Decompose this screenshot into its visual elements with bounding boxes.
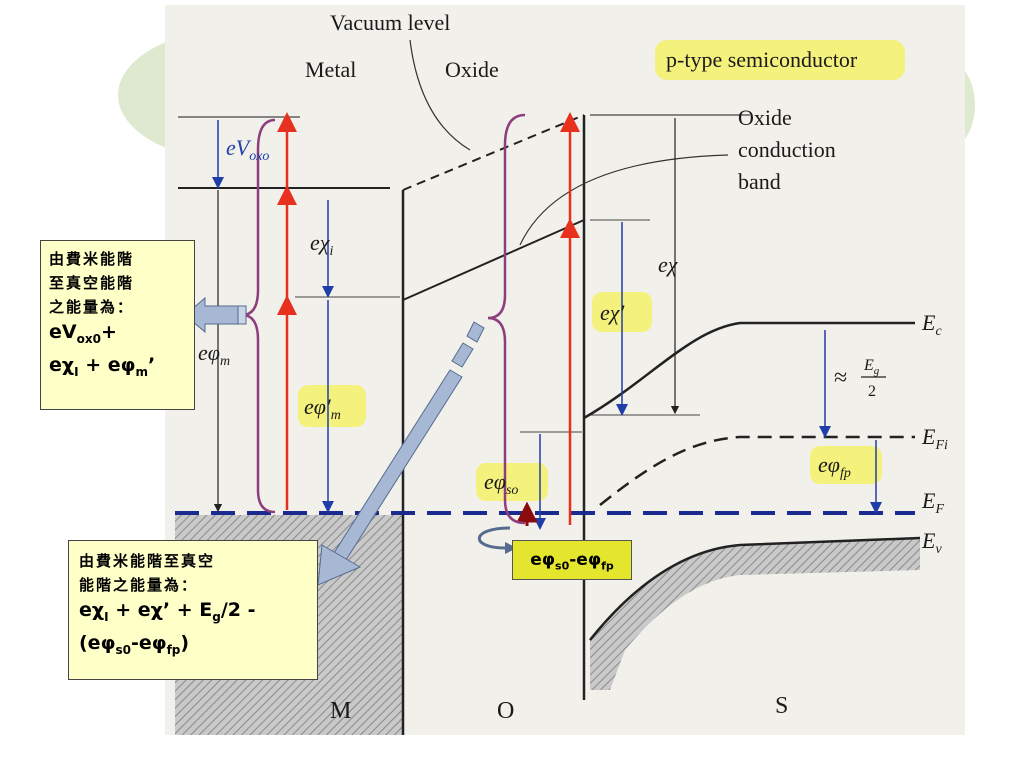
- pointer-head: [317, 544, 362, 586]
- callout-bottom-eq2: (eφs0-eφfp): [79, 631, 190, 657]
- label-ev: Ev: [921, 528, 942, 557]
- callout-bottom-eq1: eχI + eχ’ + Eg/2 -: [79, 599, 256, 624]
- highlight-e-phi-fp: [810, 446, 882, 484]
- brace-oxide: [487, 113, 526, 525]
- conduction-band: [583, 321, 915, 420]
- callout-bottom-line2: 能階之能量為：: [79, 576, 199, 594]
- label-e-chi-i: eχi: [310, 230, 333, 259]
- label-e-vox0: eVoxo: [226, 135, 269, 164]
- label-e-chi-prime: eχ′: [600, 300, 625, 325]
- vacuum-level-oxide: [402, 114, 585, 191]
- valence-band-hatch: [590, 538, 920, 690]
- label-oxide: Oxide: [445, 57, 499, 82]
- label-s: S: [775, 693, 788, 719]
- label-efi: EFi: [921, 424, 948, 453]
- label-vacuum-level: Vacuum level: [330, 10, 450, 35]
- callout-bottom: 由費米能階至真空 能階之能量為： eχI + eχ’ + Eg/2 - (eφs…: [68, 540, 318, 680]
- callout-left: 由費米能階 至真空能階 之能量為： eVox0+ eχI + eφm’: [40, 240, 195, 410]
- label-o: O: [497, 698, 514, 724]
- valence-band: [589, 536, 921, 641]
- label-semiconductor: p-type semiconductor: [666, 47, 858, 72]
- left-block-arrow-tail: [237, 305, 247, 325]
- curved-connector-head: [505, 542, 517, 554]
- diff-label: eφs0-eφfp: [512, 540, 632, 580]
- label-eg-den: 2: [868, 383, 876, 400]
- label-ec: Ec: [921, 310, 942, 339]
- callout-bottom-line1: 由費米能階至真空: [79, 552, 216, 570]
- label-e-phi-m: eφm: [198, 340, 230, 369]
- callout-left-line3: 之能量為：: [49, 298, 135, 316]
- label-e-chi: eχ: [658, 252, 679, 277]
- callout-left-eq1: eVox0+: [49, 321, 117, 346]
- label-e-phi-m-prime: eφ′m: [304, 394, 341, 423]
- label-e-phi-so: eφso: [484, 469, 518, 498]
- label-approx: ≈: [834, 365, 847, 391]
- callout-left-eq2: eχI + eφm’: [49, 353, 156, 379]
- curved-connector: [477, 526, 511, 550]
- brace-metal: [241, 118, 276, 514]
- label-ef: EF: [921, 488, 944, 517]
- highlight-e-phi-m-prime: [298, 385, 366, 427]
- label-eg-num: Eg: [863, 357, 880, 377]
- label-e-phi-fp: eφfp: [818, 452, 851, 481]
- oxide-cb-pointer: [519, 154, 729, 246]
- label-metal: Metal: [305, 57, 356, 82]
- pointer-dash-2: [451, 342, 474, 368]
- label-m: M: [330, 698, 351, 724]
- callout-left-line1: 由費米能階: [49, 250, 135, 268]
- highlight-e-phi-so: [476, 463, 548, 501]
- vacuum-pointer: [409, 39, 471, 151]
- intrinsic-level: [599, 435, 915, 506]
- pointer-dash-1: [466, 321, 485, 343]
- callout-left-line2: 至真空能階: [49, 274, 135, 292]
- label-oxide-cb-3: band: [738, 169, 781, 194]
- label-oxide-cb-2: conduction: [738, 137, 836, 162]
- label-oxide-cb-1: Oxide: [738, 105, 792, 130]
- highlight-semiconductor: [655, 40, 905, 80]
- oxide-cb-line: [402, 219, 585, 301]
